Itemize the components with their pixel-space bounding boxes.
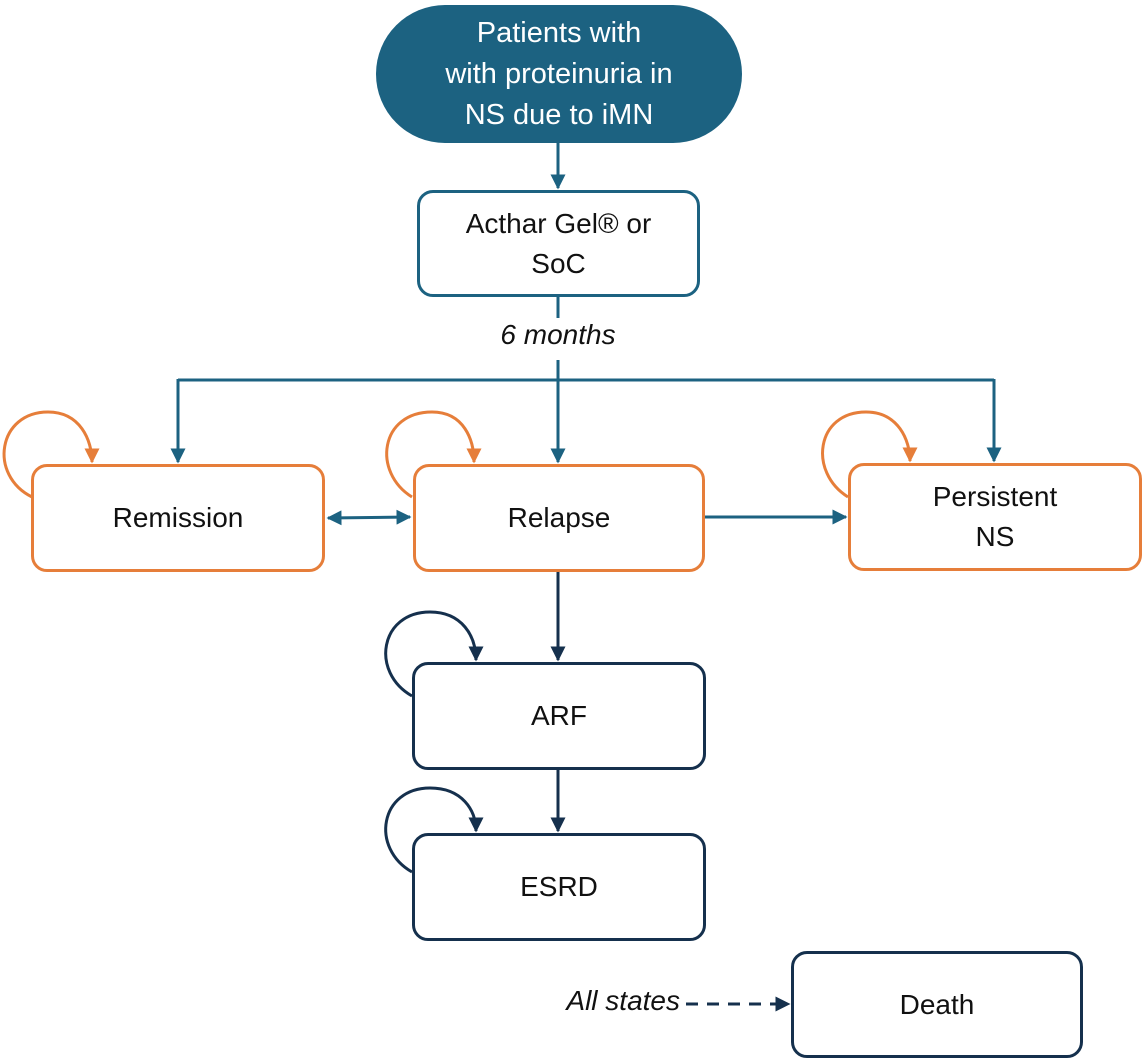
esrd-label: ESRD: [520, 871, 598, 902]
loop-esrd: [384, 786, 484, 874]
remission-node: Remission: [31, 464, 325, 572]
esrd-node: ESRD: [412, 833, 706, 941]
start-line-2: with proteinuria in: [445, 57, 673, 90]
loop-remission: [2, 410, 100, 499]
arf-label: ARF: [531, 700, 587, 731]
remission-label: Remission: [112, 502, 244, 533]
treatment-line-1: Acthar Gel® or: [465, 207, 652, 239]
start-node: Patients with with proteinuria in NS due…: [376, 5, 742, 143]
treatment-node: Acthar Gel® or SoC: [417, 190, 700, 297]
arrow-remission-relapse: [326, 509, 412, 526]
loop-persistent: [821, 410, 918, 499]
persistent-ns-node: Persistent NS: [848, 463, 1142, 571]
death-node: Death: [791, 951, 1083, 1058]
death-label: Death: [899, 988, 975, 1020]
duration-label: 6 months: [500, 319, 616, 350]
persistent-line-1: Persistent: [932, 481, 1058, 512]
persistent-line-2: NS: [975, 521, 1015, 552]
treatment-line-2: SoC: [531, 247, 586, 279]
start-line-3: NS due to iMN: [464, 98, 654, 131]
relapse-node: Relapse: [413, 464, 705, 572]
loop-arf: [384, 610, 484, 698]
loop-relapse: [385, 410, 482, 499]
start-line-1: Patients with: [476, 16, 642, 49]
relapse-label: Relapse: [507, 502, 611, 533]
arf-node: ARF: [412, 662, 706, 770]
all-states-label: All states: [566, 985, 680, 1016]
